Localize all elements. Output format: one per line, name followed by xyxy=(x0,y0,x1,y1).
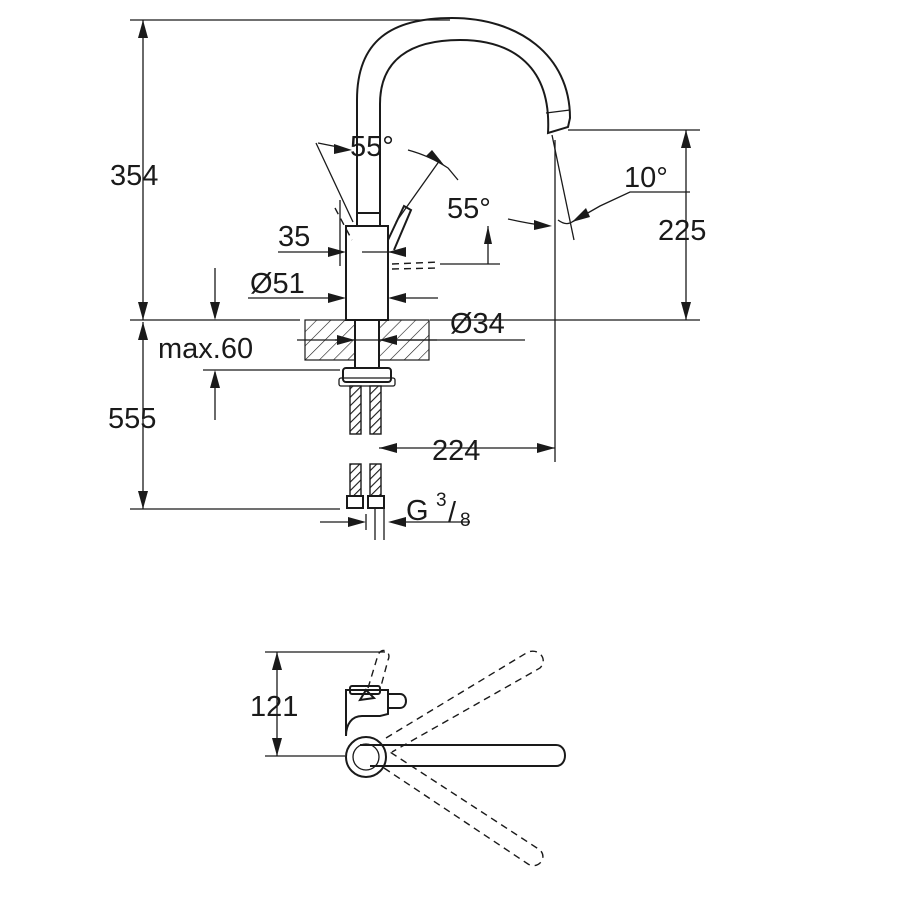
hose-left xyxy=(349,385,362,435)
label-10-degrees: 10° xyxy=(624,162,668,194)
hose-right xyxy=(369,385,382,435)
dimension-224: 224 xyxy=(379,140,556,467)
faucet-side-view xyxy=(334,16,572,540)
dimension-51: Ø51 xyxy=(248,268,438,303)
top-handle-nub xyxy=(388,693,407,709)
dimension-555: 555 xyxy=(108,322,340,510)
dimension-34: Ø34 xyxy=(335,308,525,345)
spout-collar xyxy=(356,212,381,227)
top-body xyxy=(345,689,389,737)
label-555: 555 xyxy=(108,403,156,435)
label-224: 224 xyxy=(432,435,480,467)
hose-right-lower xyxy=(369,463,382,497)
top-spout-alt-up xyxy=(385,650,544,753)
faucet-top-view: 121 xyxy=(250,649,566,867)
thread-spec: G 3 / 8 xyxy=(320,490,471,531)
dimension-max-60: max.60 xyxy=(158,268,340,420)
top-handle-alt xyxy=(367,649,390,691)
hose-fitting-left xyxy=(346,495,364,509)
angle-55-top: 55° xyxy=(315,131,459,223)
label-121: 121 xyxy=(250,691,298,723)
label-thread-num: 3 xyxy=(436,490,447,511)
label-35: 35 xyxy=(278,221,310,253)
top-spout-alt-down xyxy=(383,751,544,867)
top-base-ring xyxy=(345,736,387,778)
mounting-nut xyxy=(342,367,392,383)
spout-outline xyxy=(356,16,572,213)
dimension-354: 354 xyxy=(110,19,450,321)
handle-alt-right-2 xyxy=(391,267,441,270)
label-thread-den: 8 xyxy=(460,510,471,531)
handle-lever xyxy=(387,204,413,251)
mounting-washer xyxy=(338,377,396,387)
dimension-35: 35 xyxy=(278,200,406,266)
label-dia-34: Ø34 xyxy=(450,308,505,340)
shank xyxy=(354,319,380,369)
top-spout xyxy=(360,744,566,767)
label-55-top: 55° xyxy=(350,131,394,163)
label-max-60: max.60 xyxy=(158,333,253,365)
hose-left-lower xyxy=(349,463,362,497)
top-handle-indicator xyxy=(358,688,377,702)
label-dia-51: Ø51 xyxy=(250,268,305,300)
label-thread-slash: / xyxy=(448,497,457,529)
hose-fitting-right xyxy=(367,495,385,509)
dimension-225: 225 xyxy=(430,129,706,321)
label-354: 354 xyxy=(110,160,158,192)
label-55-side: 55° xyxy=(447,193,491,225)
handle-alt-right xyxy=(391,261,441,265)
faucet-body xyxy=(345,225,389,321)
label-225: 225 xyxy=(658,215,706,247)
spout-tip-edge xyxy=(545,109,571,114)
handle-alt-left xyxy=(334,207,353,241)
angle-10: 10° xyxy=(551,134,690,241)
angle-55-side: 55° xyxy=(440,193,552,265)
label-thread-g: G xyxy=(406,495,429,527)
